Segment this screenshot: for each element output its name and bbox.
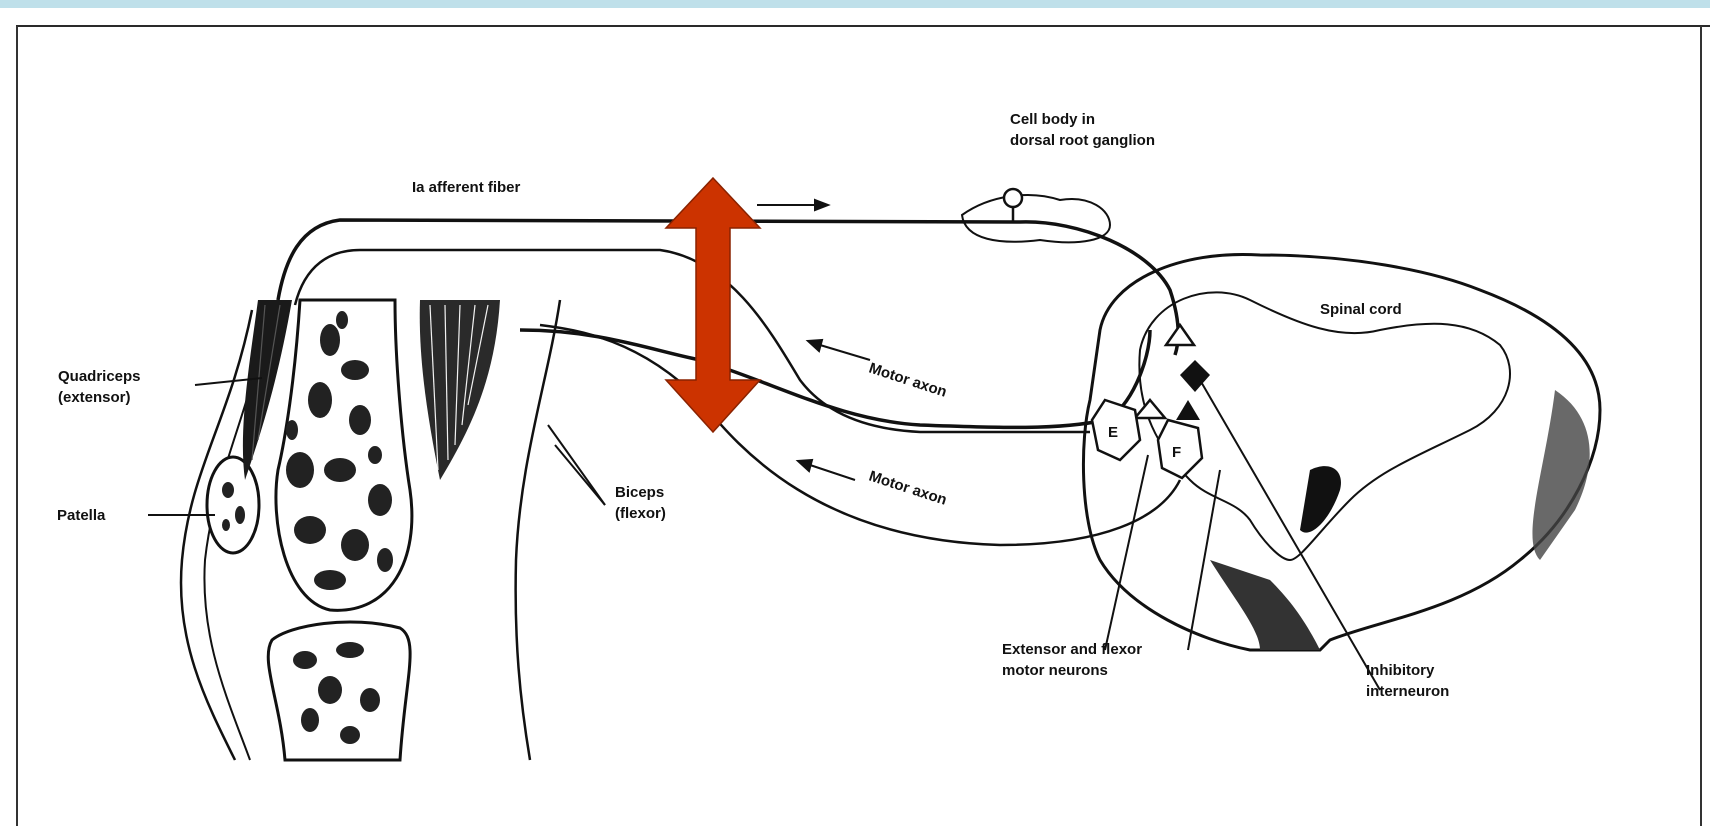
patella-label: Patella — [57, 507, 106, 524]
interneuron-label-1: Inhibitory — [1366, 662, 1435, 679]
biceps-label-2: (flexor) — [615, 505, 666, 522]
biceps-label-1: Biceps — [615, 484, 664, 501]
dorsal-root-ganglion — [962, 195, 1110, 242]
patella-bone — [207, 457, 259, 553]
quadriceps-label-2: (extensor) — [58, 389, 131, 406]
cell-body-label-2: dorsal root ganglion — [1010, 132, 1155, 149]
neuron-f-label: F — [1172, 444, 1181, 461]
spinal-cord-section — [962, 195, 1600, 650]
motor-neurons-label-1: Extensor and flexor — [1002, 641, 1142, 658]
leg-outline-back — [516, 300, 560, 760]
knee-joint — [181, 300, 560, 760]
motor-neurons-label-2: motor neurons — [1002, 662, 1108, 679]
biceps-muscle — [420, 300, 500, 480]
afferent-fiber-label: Ia afferent fiber — [412, 179, 521, 196]
neuron-e-label: E — [1108, 424, 1118, 441]
motor-axon-extensor-path — [520, 330, 1150, 427]
cell-body-soma — [1004, 189, 1022, 207]
quadriceps-label-1: Quadriceps — [58, 368, 141, 385]
stretch-double-arrow — [666, 178, 760, 432]
motor-axon-label-2: Motor axon — [867, 468, 949, 509]
spinal-cord-label: Spinal cord — [1320, 301, 1402, 318]
cell-body-label-1: Cell body in — [1010, 111, 1095, 128]
motor-axon-label-1: Motor axon — [867, 360, 949, 401]
interneuron-label-2: interneuron — [1366, 683, 1449, 700]
